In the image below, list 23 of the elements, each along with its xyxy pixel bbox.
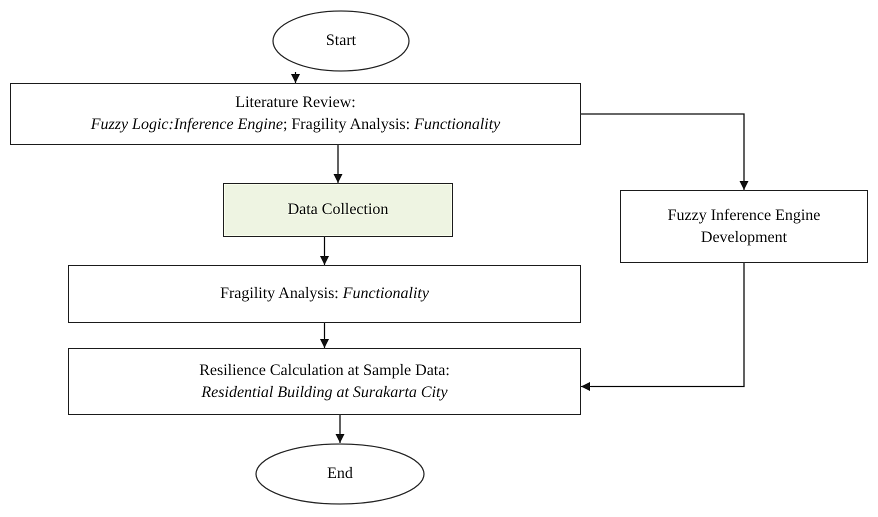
terminal-ellipse [272,10,410,72]
arrow [291,72,300,83]
process-box [223,183,453,237]
node-text: End [327,464,353,484]
process-box [620,190,868,263]
arrow [320,237,329,265]
node-text: Data Collection [288,200,388,220]
terminal-ellipse [255,443,425,505]
process-box [68,348,581,415]
node-text: Fuzzy Inference Engine Development [666,206,822,248]
arrow [320,323,329,348]
node-text: Fuzzy Logic:Inference Engine; Fragility Analysis: Functionality [90,115,500,135]
node-text: Resilience Calculation at Sample Data: [199,360,450,381]
arrow [581,263,745,391]
arrow [334,145,342,183]
process-box [10,83,581,145]
node-text: Residential Building at Surakarta City [201,382,448,402]
process-box [68,265,581,323]
node-text: Fragility Analysis: Functionality [220,284,429,304]
arrow [581,113,748,190]
node-text: Start [326,31,356,52]
arrow [336,415,344,443]
node-text: Literature Review: [235,93,356,114]
